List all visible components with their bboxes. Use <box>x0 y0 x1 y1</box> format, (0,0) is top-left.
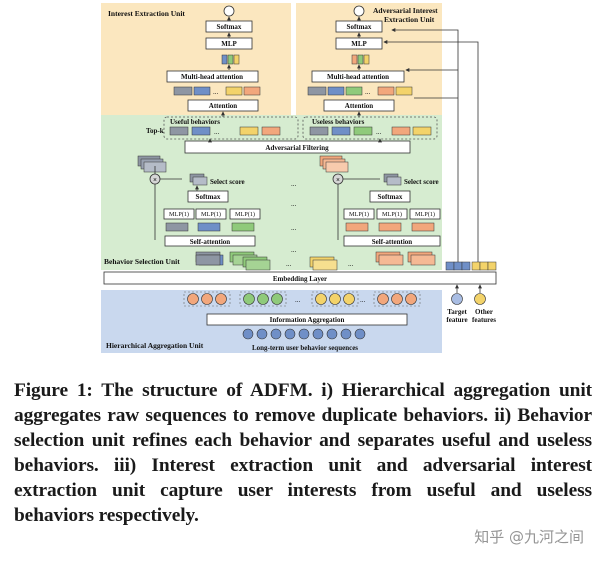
adversarial-unit-label-1: Adversarial Interest <box>373 6 438 15</box>
hierarchical-aggregation-unit-label: Hierarchical Aggregation Unit <box>106 341 204 350</box>
svg-text:...: ... <box>365 88 371 96</box>
softmax-label-left: Softmax <box>217 23 242 31</box>
selection-input-vectors-right <box>375 251 436 266</box>
softmax-label-selection-left: Softmax <box>196 193 221 201</box>
svg-text:...: ... <box>348 260 354 268</box>
other-features-circle <box>474 293 486 305</box>
svg-text:...: ... <box>286 260 292 268</box>
adversarial-unit-label-2: Extraction Unit <box>384 15 435 24</box>
multi-head-attention-label-left: Multi-head attention <box>181 73 243 81</box>
self-attention-label-left: Self-attention <box>190 238 231 246</box>
multi-head-attention-label-right: Multi-head attention <box>327 73 389 81</box>
top-k-label: Top-k <box>146 127 164 135</box>
svg-text:MLP(1): MLP(1) <box>201 211 221 218</box>
mlp-box-left <box>205 37 253 50</box>
useful-behaviors-label: Useful behaviors <box>170 118 220 126</box>
self-attention-label-right: Self-attention <box>372 238 413 246</box>
svg-text:...: ... <box>214 128 220 136</box>
svg-text:...: ... <box>376 128 382 136</box>
information-aggregation-box <box>206 313 408 326</box>
attention-label-right: Attention <box>345 102 373 110</box>
watermark: 知乎 @九河之间 <box>474 528 584 546</box>
other-features-vector <box>471 261 497 271</box>
raw-sequence-circles <box>242 328 366 340</box>
multiply-symbol-left: × <box>153 176 157 184</box>
middle-ellipsis-2: ... <box>291 200 297 208</box>
concat-vectors-left <box>221 54 240 65</box>
attention-input-vectors-right: ... <box>307 86 413 96</box>
useless-behaviors-label: Useless behaviors <box>312 118 365 126</box>
select-score-label-right: Select score <box>404 178 439 186</box>
target-feature-label-2: feature <box>446 316 467 324</box>
svg-text:MLP(1): MLP(1) <box>349 211 369 218</box>
middle-ellipsis-1: ... <box>291 180 297 188</box>
target-feature-label-1: Target <box>447 308 467 316</box>
attention-input-vectors-left: ... <box>173 86 261 96</box>
embedding-groups-row: ... ... <box>195 254 354 271</box>
useful-behaviors-group <box>163 116 299 140</box>
self-attention-output-vectors-right <box>345 222 435 232</box>
aggregated-behavior-circles: ... ... <box>183 291 421 307</box>
adfm-architecture-figure: Interest Extraction Unit Adversarial Int… <box>101 3 497 353</box>
self-attention-box-right <box>343 235 441 247</box>
embedding-layer-box <box>103 271 497 285</box>
interest-extraction-unit-panel <box>101 3 291 115</box>
svg-text:MLP(1): MLP(1) <box>382 211 402 218</box>
self-attention-box-left <box>164 235 256 247</box>
behavior-selection-unit-label: Behavior Selection Unit <box>104 257 180 266</box>
mlp1-boxes-left: MLP(1) MLP(1) MLP(1) <box>163 208 261 220</box>
attention-box-left <box>187 99 259 112</box>
embedding-layer-label: Embedding Layer <box>273 275 327 283</box>
self-attention-output-vectors-left <box>165 222 255 232</box>
svg-text:...: ... <box>295 296 301 304</box>
target-feature-vector <box>445 261 471 271</box>
middle-ellipsis-3: ... <box>291 224 297 232</box>
attention-label-left: Attention <box>209 102 237 110</box>
multi-head-attention-box-right <box>311 70 405 83</box>
other-features-label-2: features <box>472 316 496 324</box>
mlp-label-right: MLP <box>351 40 367 48</box>
middle-ellipsis-4: ... <box>291 246 297 254</box>
mlp1-boxes-right: MLP(1) MLP(1) MLP(1) <box>343 208 441 220</box>
output-circle-right <box>353 5 365 17</box>
multiply-symbol-right: × <box>336 176 340 184</box>
select-score-label-left: Select score <box>210 178 245 186</box>
softmax-label-selection-right: Softmax <box>378 193 403 201</box>
svg-text:MLP(1): MLP(1) <box>415 211 435 218</box>
adversarial-filtering-box <box>184 140 411 154</box>
concat-vectors-right <box>351 54 370 65</box>
select-score-vectors-right <box>383 173 402 186</box>
other-features-label-1: Other <box>475 308 493 316</box>
mlp-box-right <box>335 37 383 50</box>
softmax-label-right: Softmax <box>347 23 372 31</box>
svg-text:MLP(1): MLP(1) <box>235 211 255 218</box>
svg-text:MLP(1): MLP(1) <box>169 211 189 218</box>
softmax-box-selection-left <box>187 190 229 203</box>
useful-behavior-vectors: ... <box>169 126 281 136</box>
softmax-box-left <box>205 20 253 33</box>
mlp-label-left: MLP <box>221 40 237 48</box>
information-aggregation-label: Information Aggregation <box>270 316 345 324</box>
useless-behaviors-group <box>302 116 438 140</box>
svg-text:...: ... <box>213 88 219 96</box>
target-feature-circle <box>451 293 463 305</box>
output-circle-left <box>223 5 235 17</box>
useless-behavior-vectors: ... <box>309 126 432 136</box>
attention-box-right <box>323 99 395 112</box>
adversarial-filtering-label: Adversarial Filtering <box>265 144 329 152</box>
svg-text:...: ... <box>360 296 366 304</box>
stacked-embeddings-right <box>319 155 349 173</box>
figure-caption: Figure 1: The structure of ADFM. i) Hier… <box>14 380 592 526</box>
softmax-box-right <box>335 20 383 33</box>
select-score-vectors-left <box>189 173 208 186</box>
multi-head-attention-box-left <box>166 70 259 83</box>
softmax-box-selection-right <box>369 190 411 203</box>
long-term-sequences-label: Long-term user behavior sequences <box>252 344 358 352</box>
interest-extraction-unit-label: Interest Extraction Unit <box>108 9 185 18</box>
